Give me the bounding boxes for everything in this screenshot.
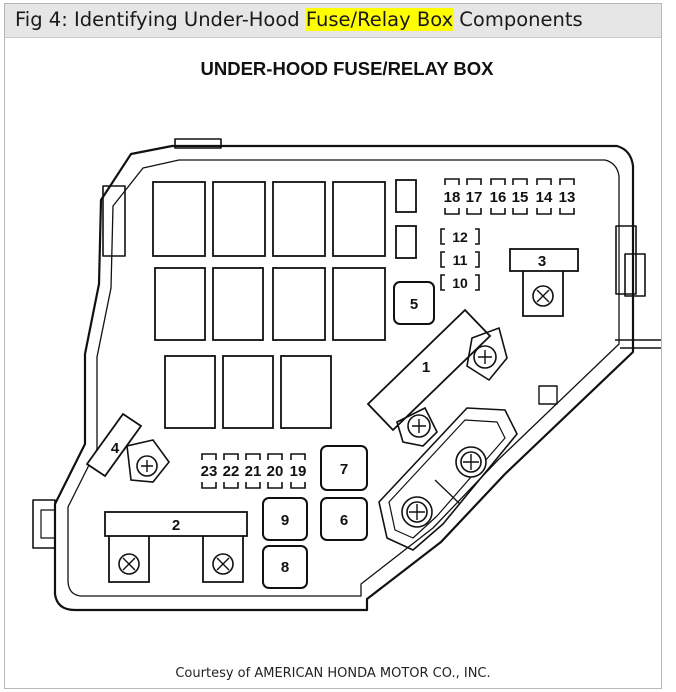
fuse-label: 23	[201, 463, 218, 480]
housing-outline	[32, 138, 661, 612]
fuse-label: 22	[223, 463, 240, 480]
fuse-box-diagram: UNDER-HOOD FUSE/RELAY BOX	[32, 58, 661, 612]
fuse-6: 6	[320, 497, 368, 541]
caption-highlight: Fuse/Relay Box	[305, 8, 454, 31]
figure-caption: Fig 4: Identifying Under-Hood Fuse/Relay…	[5, 4, 661, 38]
small-fuse: 14	[536, 178, 553, 215]
fuse-5-label: 5	[410, 296, 418, 313]
fuse-label: 19	[290, 463, 307, 480]
diagram-title: UNDER-HOOD FUSE/RELAY BOX	[201, 58, 495, 79]
side-fuse-column: 12 11 10	[440, 228, 480, 291]
fuse-7: 7	[320, 445, 368, 491]
fuse-3: 3	[509, 248, 579, 317]
fuse-4: 4	[85, 412, 171, 483]
relay-sockets	[152, 179, 417, 429]
small-fuse: 23	[201, 453, 218, 489]
credit-line: Courtesy of AMERICAN HONDA MOTOR CO., IN…	[175, 666, 491, 681]
fuse-1: 1	[366, 308, 508, 447]
fuse-label: 10	[452, 275, 468, 291]
fuse-label: 15	[512, 189, 529, 206]
small-fuse: 16	[490, 178, 507, 215]
side-fuse: 10	[440, 274, 480, 291]
fuse-7-label: 7	[340, 461, 348, 478]
small-fuse: 13	[559, 178, 576, 215]
fuse-3-label: 3	[538, 253, 546, 270]
fuse-8-label: 8	[281, 559, 289, 576]
fuse-6-label: 6	[340, 512, 348, 529]
small-fuse: 15	[512, 178, 529, 215]
fuse-8: 8	[262, 545, 308, 589]
fuse-label: 17	[466, 189, 483, 206]
fuse-label: 16	[490, 189, 507, 206]
fuse-1-label: 1	[422, 359, 430, 376]
caption-suffix: Components	[453, 8, 583, 31]
figure-frame: Fig 4: Identifying Under-Hood Fuse/Relay…	[4, 3, 662, 689]
fuse-2: 2	[104, 511, 248, 583]
fuse-label: 18	[444, 189, 461, 206]
small-fuse-row-top: 18 17 16 15 14 13	[444, 178, 576, 215]
fuse-label: 12	[452, 229, 468, 245]
fuse-4-label: 4	[111, 440, 120, 457]
fuse-label: 11	[453, 252, 468, 268]
fuse-label: 21	[245, 463, 262, 480]
fuse-label: 13	[559, 189, 576, 206]
fuse-9: 9	[262, 497, 308, 541]
side-fuse: 11	[440, 251, 480, 268]
small-fuse: 22	[223, 453, 240, 489]
small-fuse: 20	[267, 453, 284, 489]
caption-prefix: Fig 4: Identifying Under-Hood	[15, 8, 306, 31]
small-fuse-row-bottom: 23 22 21 20 19	[201, 453, 307, 489]
small-fuse: 18	[444, 178, 461, 215]
fuse-9-label: 9	[281, 512, 289, 529]
fuse-5: 5	[393, 281, 435, 325]
fuse-label: 14	[536, 189, 553, 206]
fuse-2-label: 2	[172, 517, 180, 534]
small-fuse: 21	[245, 453, 262, 489]
small-fuse: 17	[466, 178, 483, 215]
fuse-label: 20	[267, 463, 284, 480]
small-fuse: 19	[290, 453, 307, 489]
side-fuse: 12	[440, 228, 480, 245]
terminal-block	[378, 407, 518, 551]
